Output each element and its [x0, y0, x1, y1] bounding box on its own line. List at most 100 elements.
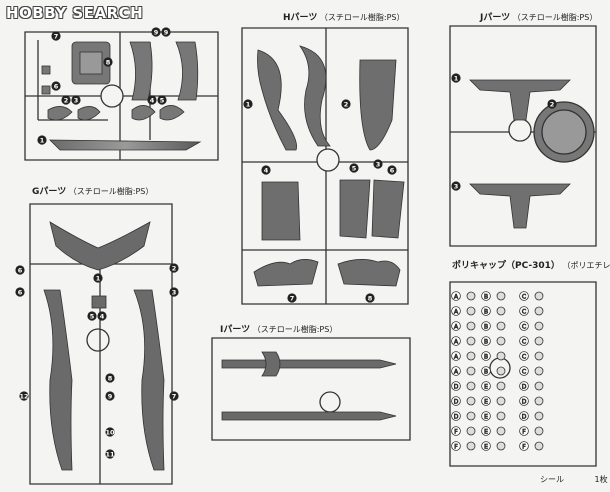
pc-ring	[466, 291, 476, 301]
part-number-top-left-9: 5	[157, 95, 167, 105]
pc-node: A	[451, 351, 461, 361]
svg-text:9: 9	[154, 29, 159, 37]
svg-text:C: C	[522, 369, 526, 376]
svg-text:D: D	[454, 399, 459, 406]
pc-ring	[496, 306, 506, 316]
parts-g	[43, 221, 165, 471]
pc-node: E	[481, 441, 491, 451]
part-number-top-left-8: 4	[147, 95, 157, 105]
pc-node: E	[481, 411, 491, 421]
svg-text:2: 2	[172, 265, 177, 273]
part-number-g-7: 4	[97, 311, 107, 321]
pc-node: E	[481, 426, 491, 436]
panel-j-name: Jパーツ	[480, 13, 511, 23]
svg-text:B: B	[484, 369, 488, 376]
svg-text:6: 6	[54, 83, 59, 91]
pc-node: C	[519, 321, 529, 331]
pc-node: A	[451, 336, 461, 346]
pc-node: B	[481, 366, 491, 376]
pc-ring	[466, 441, 476, 451]
part-number-g-6: 5	[87, 311, 97, 321]
panel-j-material: （スチロール樹脂:PS）	[512, 13, 598, 22]
svg-text:D: D	[454, 414, 459, 421]
svg-text:7: 7	[290, 295, 295, 303]
part-number-h-5: 5	[349, 163, 359, 173]
pc-node: D	[519, 381, 529, 391]
svg-text:8: 8	[106, 59, 111, 67]
parts-h	[253, 45, 405, 287]
svg-text:D: D	[522, 399, 527, 406]
pc-node: F	[451, 441, 461, 451]
pc-node: A	[451, 366, 461, 376]
pc-ring	[496, 336, 506, 346]
svg-text:A: A	[454, 339, 459, 346]
svg-text:D: D	[454, 384, 459, 391]
pc-node: D	[519, 396, 529, 406]
svg-text:B: B	[484, 309, 488, 316]
svg-text:6: 6	[390, 167, 395, 175]
part-number-g-3: 1	[93, 273, 103, 283]
pc-ring	[496, 381, 506, 391]
svg-text:B: B	[484, 354, 488, 361]
panel-g-name: Gパーツ	[32, 187, 67, 197]
svg-text:8: 8	[108, 375, 113, 383]
panel-i-name: Iパーツ	[220, 325, 251, 335]
svg-text:B: B	[484, 294, 488, 301]
svg-text:12: 12	[19, 393, 28, 401]
svg-text:7: 7	[54, 33, 59, 41]
part-number-g-9: 7	[169, 391, 179, 401]
pc-ring	[466, 396, 476, 406]
hobby-search-watermark: HOBBY SEARCH	[6, 4, 144, 22]
svg-text:7: 7	[172, 393, 177, 401]
svg-text:C: C	[522, 324, 526, 331]
pc-node: D	[519, 411, 529, 421]
svg-text:6: 6	[18, 267, 23, 275]
panel-pc-label: ポリキャップ（PC-301） （ポリエチレン:PE）	[452, 258, 610, 271]
svg-text:10: 10	[105, 429, 115, 437]
part-number-h-1: 1	[243, 99, 253, 109]
pc-ring	[466, 366, 476, 376]
part-number-g-13: 11	[105, 449, 115, 459]
part-number-h-6: 6	[387, 165, 397, 175]
svg-text:D: D	[522, 414, 527, 421]
svg-text:5: 5	[160, 97, 165, 105]
pc-node: E	[481, 396, 491, 406]
svg-text:1: 1	[40, 137, 45, 145]
pc-ring	[534, 381, 544, 391]
pc-ring	[496, 291, 506, 301]
svg-text:8: 8	[368, 295, 373, 303]
part-number-top-left-2: 8	[103, 57, 113, 67]
svg-text:2: 2	[64, 97, 69, 105]
pc-node: C	[519, 351, 529, 361]
pc-ring	[496, 441, 506, 451]
part-number-g-11: 9	[105, 391, 115, 401]
part-number-top-left-10: 1	[37, 135, 47, 145]
pc-node: B	[481, 306, 491, 316]
pc-node: C	[519, 291, 529, 301]
svg-text:9: 9	[108, 393, 113, 401]
part-number-g-2: 6	[15, 287, 25, 297]
svg-text:C: C	[522, 309, 526, 316]
part-number-h-7: 7	[287, 293, 297, 303]
pc-node: D	[451, 411, 461, 421]
pc-node: B	[481, 336, 491, 346]
pc-node: E	[481, 381, 491, 391]
pc-ring	[496, 321, 506, 331]
panel-h-name: Hパーツ	[283, 13, 318, 23]
pc-ring	[496, 411, 506, 421]
runner-j	[449, 25, 597, 247]
svg-text:3: 3	[74, 97, 79, 105]
svg-text:A: A	[454, 354, 459, 361]
seal-label: シール	[540, 475, 564, 484]
part-number-top-left-6: 2	[61, 95, 71, 105]
pc-node: F	[519, 441, 529, 451]
pc-node: A	[451, 321, 461, 331]
pc-ring	[466, 306, 476, 316]
part-number-g-4: 2	[169, 263, 179, 273]
pc-ring	[466, 351, 476, 361]
svg-text:F: F	[522, 429, 526, 436]
svg-text:2: 2	[550, 101, 555, 109]
